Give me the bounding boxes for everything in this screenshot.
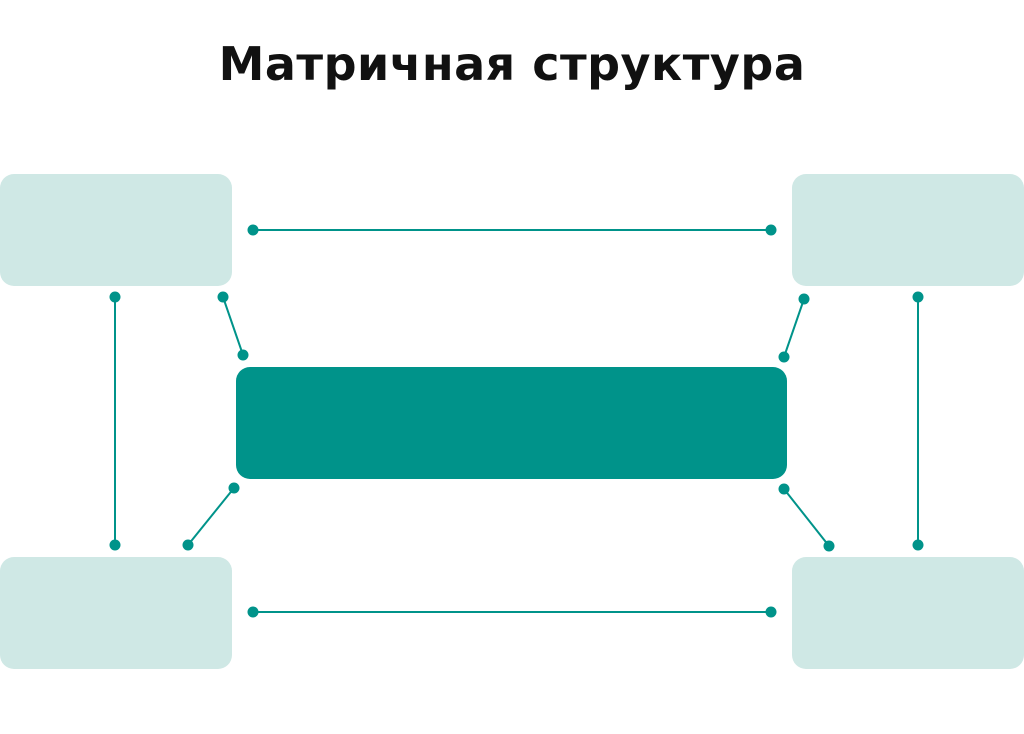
- connector-top-right-center: [778, 293, 810, 363]
- bottom-left-block: [0, 557, 232, 669]
- connector-top-left-bottom-left: [109, 291, 121, 551]
- connector-bottom-right-center: [778, 483, 835, 552]
- connector-top-right-bottom-right: [912, 291, 924, 551]
- top-right-block: [792, 174, 1024, 286]
- connector-bottom-left-center: [182, 482, 240, 551]
- connector-top-left-center: [217, 291, 249, 361]
- top-left-block: [0, 174, 232, 286]
- connector-top-left-top-right: [247, 224, 777, 236]
- connector-bottom-left-bottom-right: [247, 606, 777, 618]
- center-block: [236, 367, 787, 479]
- bottom-right-block: [792, 557, 1024, 669]
- diagram-title: Матричная структура: [218, 37, 806, 91]
